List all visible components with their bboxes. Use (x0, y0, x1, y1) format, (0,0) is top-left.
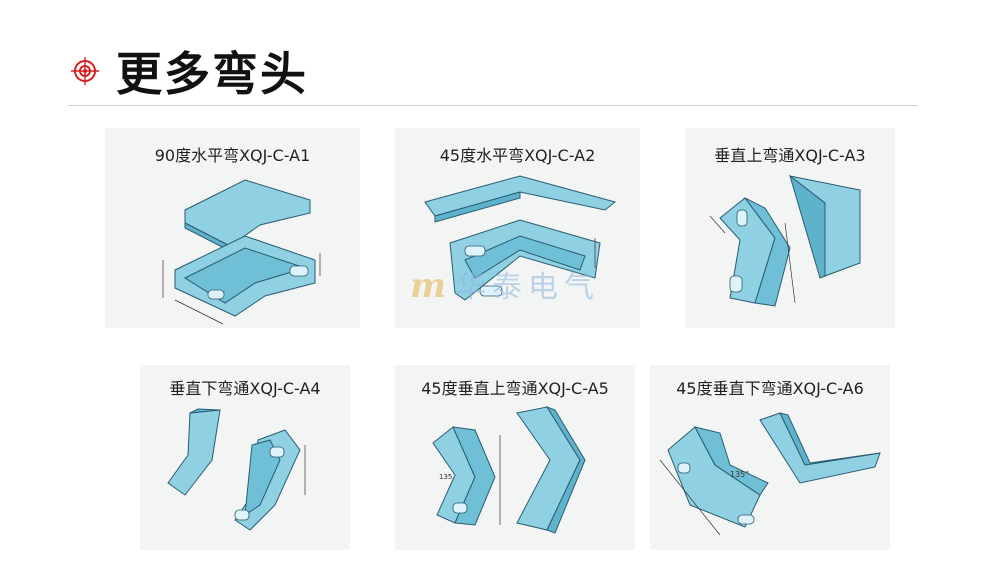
product-panel-a3: 垂直上弯通XQJ-C-A3 (685, 128, 895, 328)
product-panel-a2: 45度水平弯XQJ-C-A2 (395, 128, 640, 328)
page-header: 更多弯头 (0, 0, 990, 110)
elbow-45-horizontal-drawing (424, 175, 617, 301)
elbow-45-vertical-down-drawing: 135° (659, 412, 881, 536)
panel-label-a2: 45度水平弯XQJ-C-A2 (439, 146, 596, 165)
vertical-down-elbow-drawing (167, 408, 306, 531)
product-panel-a4: 垂直下弯通XQJ-C-A4 (140, 365, 350, 550)
watermark-text: 华泰电气 (455, 270, 600, 305)
angle-135-label: 135° (730, 470, 749, 479)
product-panel-a6: 45度垂直下弯通XQJ-C-A6 135° (650, 365, 890, 550)
vertical-up-elbow-drawing (709, 174, 861, 307)
watermark-logo: m (410, 266, 452, 306)
page-title: 更多弯头 (116, 47, 308, 101)
panel-label-a3: 垂直上弯通XQJ-C-A3 (714, 146, 866, 165)
dim-135-label: 135 (439, 473, 452, 481)
elbow-45-vertical-up-drawing: 135 (432, 406, 586, 534)
product-panel-a5: 45度垂直上弯通XQJ-C-A5 135 (395, 365, 635, 550)
panel-label-a4: 垂直下弯通XQJ-C-A4 (169, 379, 321, 398)
product-panel-a1: 90度水平弯XQJ-C-A1 (105, 128, 360, 328)
header-divider (68, 105, 918, 106)
panel-label-a6: 45度垂直下弯通XQJ-C-A6 (676, 379, 864, 398)
panel-label-a5: 45度垂直上弯通XQJ-C-A5 (421, 379, 609, 398)
elbow-90-horizontal-drawing (162, 179, 321, 325)
panel-label-a1: 90度水平弯XQJ-C-A1 (154, 146, 311, 165)
crosshair-target-icon (71, 57, 99, 85)
